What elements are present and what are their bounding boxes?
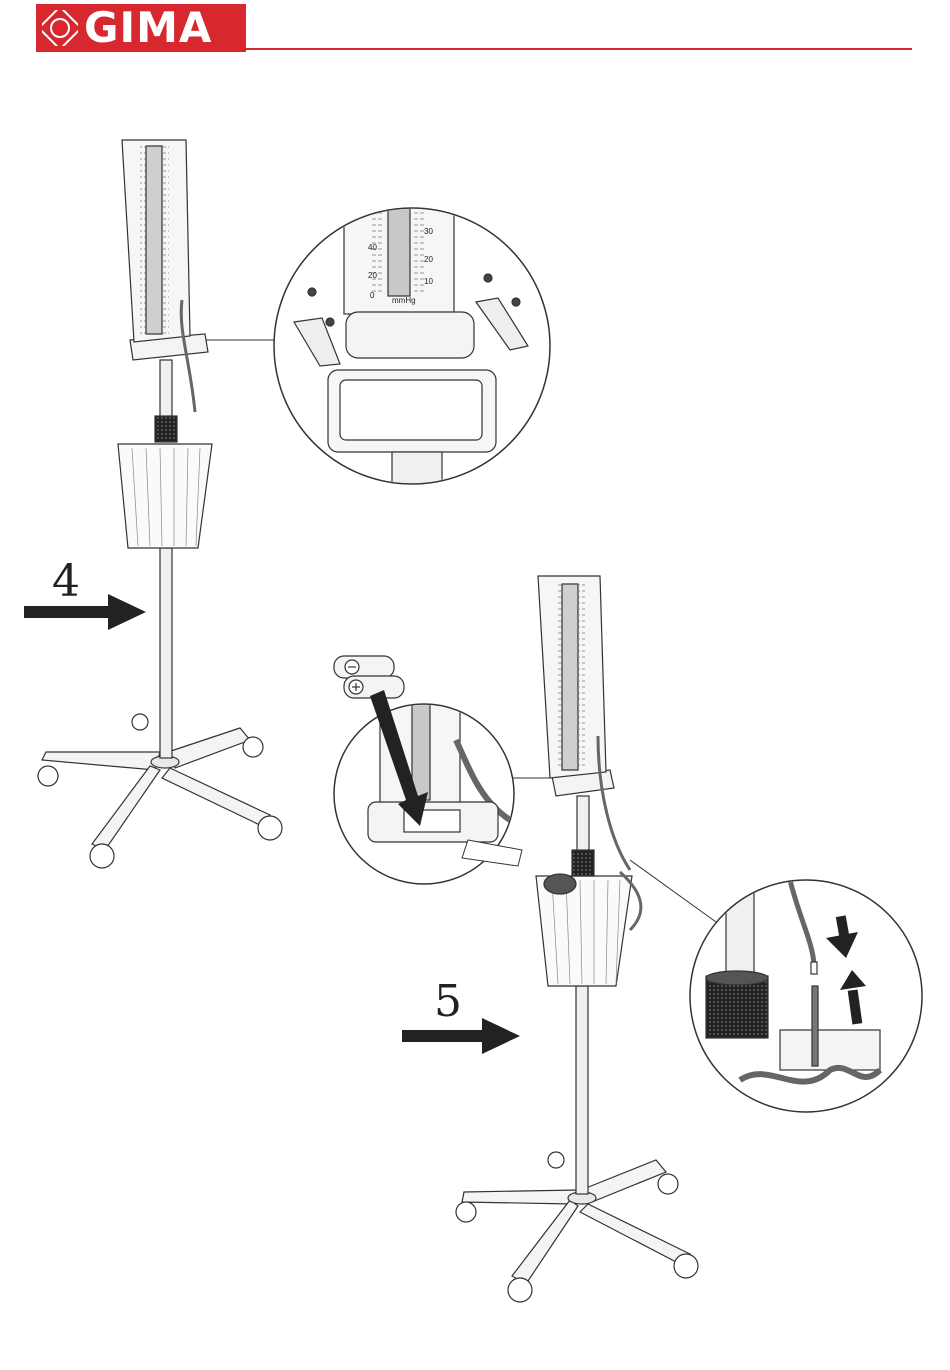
scale-label-40: 40 xyxy=(368,243,377,252)
scale-label-20b: 20 xyxy=(424,255,433,264)
scale-label-20: 20 xyxy=(368,271,377,280)
scale-label-0: 0 xyxy=(370,291,375,300)
stand-illustration-4 xyxy=(38,140,282,868)
arrow-right-icon xyxy=(402,1018,520,1054)
detail-circle-3 xyxy=(690,880,922,1112)
stand-illustration-5 xyxy=(456,576,698,1302)
scale-unit: mmHg xyxy=(392,296,416,305)
detail-circle-2 xyxy=(334,704,522,884)
detail-circle-1: 40 20 0 30 20 10 mmHg xyxy=(274,206,550,492)
arrow-right-icon xyxy=(24,594,146,630)
battery-icon xyxy=(334,656,404,698)
scale-label-30: 30 xyxy=(424,227,433,236)
scale-label-10: 10 xyxy=(424,277,433,286)
